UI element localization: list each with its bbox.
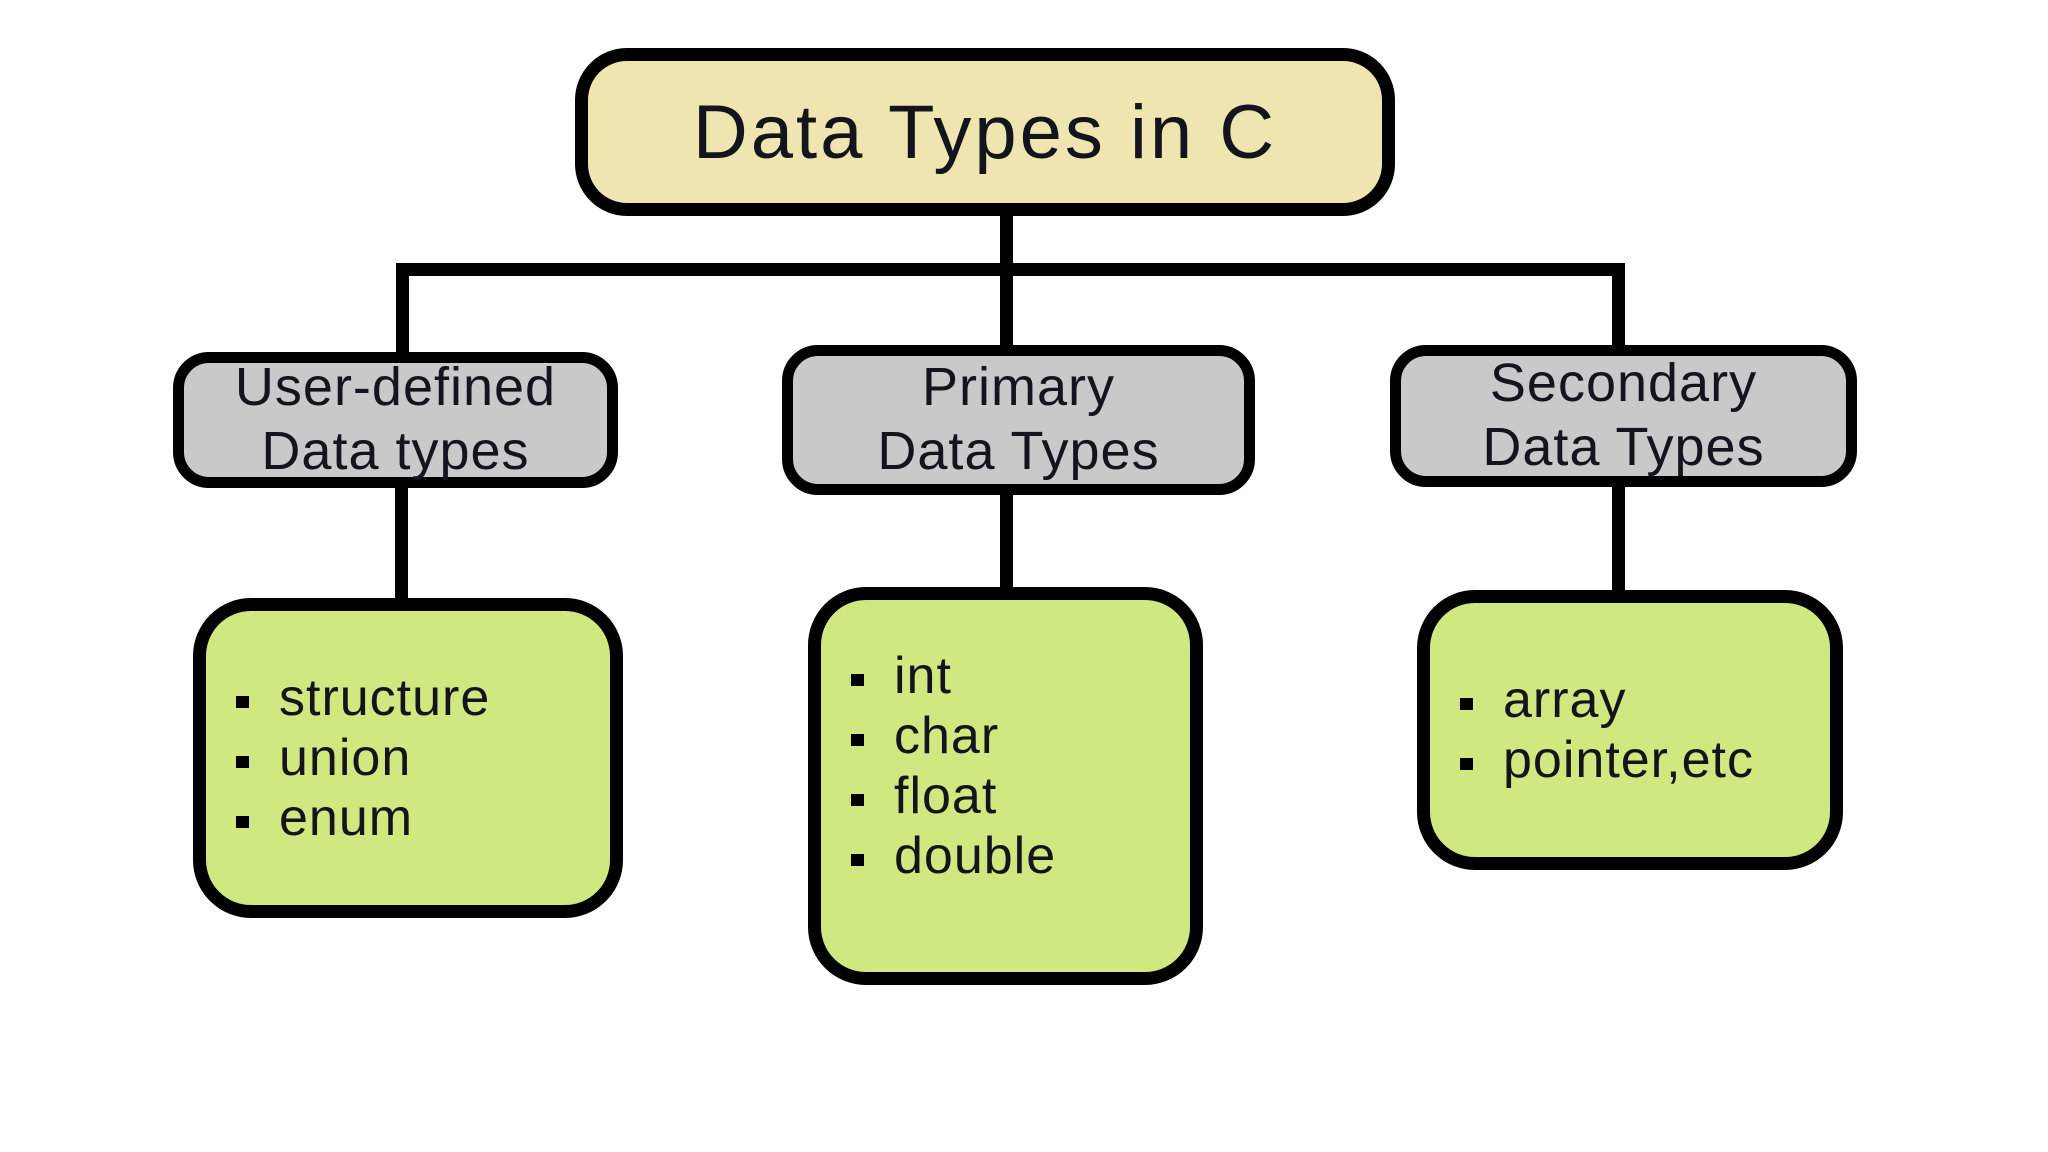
bullet-icon: [236, 816, 249, 828]
list-item: pointer,etc: [1460, 730, 1754, 790]
category-label-line: Data Types: [1482, 417, 1765, 477]
node-user-defined: User-defined Data types: [173, 352, 618, 488]
connector-user-defined-to-items: [395, 483, 408, 603]
item-list: array pointer,etc: [1430, 670, 1754, 790]
leaf-user-defined-items: structure union enum: [193, 598, 623, 918]
node-data-types-in-c: Data Types in C: [575, 48, 1395, 216]
category-label-line: User-defined: [234, 357, 557, 418]
list-item: int: [851, 646, 1056, 706]
item-label: array: [1503, 671, 1627, 729]
node-primary: Primary Data Types: [782, 345, 1255, 495]
bullet-icon: [851, 854, 864, 866]
leaf-primary-items: int char float double: [808, 587, 1203, 985]
list-item: union: [236, 728, 490, 788]
bullet-icon: [1460, 698, 1473, 710]
connector-drop-primary: [1000, 263, 1013, 352]
item-label: double: [894, 827, 1057, 885]
leaf-secondary-items: array pointer,etc: [1417, 590, 1843, 870]
node-secondary: Secondary Data Types: [1390, 345, 1857, 487]
item-label: pointer,etc: [1503, 731, 1754, 789]
item-label: float: [894, 767, 998, 825]
category-label-line: Secondary: [1489, 353, 1758, 414]
list-item: double: [851, 826, 1056, 886]
bullet-icon: [851, 794, 864, 806]
bullet-icon: [851, 674, 864, 686]
connector-drop-user-defined: [396, 263, 409, 359]
root-label: Data Types in C: [692, 89, 1278, 175]
item-label: enum: [279, 789, 414, 847]
list-item: enum: [236, 788, 490, 848]
bullet-icon: [236, 756, 249, 768]
connector-secondary-to-items: [1612, 483, 1625, 595]
bullet-icon: [236, 696, 249, 708]
bullet-icon: [851, 734, 864, 746]
item-label: char: [894, 707, 1000, 765]
bullet-icon: [1460, 758, 1473, 770]
list-item: array: [1460, 670, 1754, 730]
connector-root-stem: [1000, 211, 1013, 269]
item-label: union: [279, 729, 412, 787]
list-item: char: [851, 706, 1056, 766]
connector-drop-secondary: [1612, 263, 1625, 352]
category-label-line: Data types: [261, 421, 530, 481]
connector-primary-to-items: [1000, 490, 1013, 592]
list-item: structure: [236, 668, 490, 728]
category-label-line: Primary: [922, 357, 1115, 418]
item-label: structure: [279, 669, 491, 727]
category-label-line: Data Types: [877, 421, 1160, 481]
list-item: float: [851, 766, 1056, 826]
item-list: structure union enum: [206, 668, 490, 848]
item-list: int char float double: [821, 646, 1056, 886]
item-label: int: [894, 647, 952, 705]
